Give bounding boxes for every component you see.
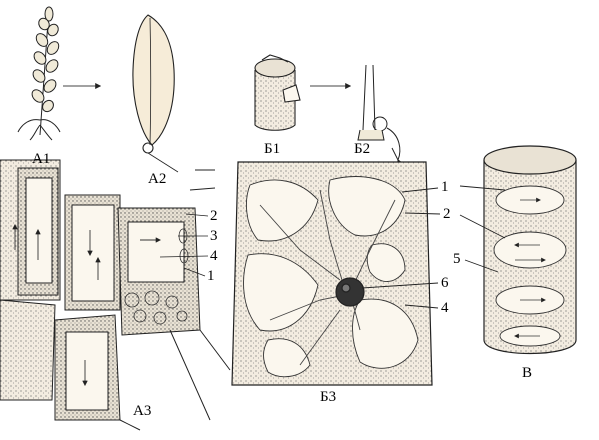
- panel-label-b2: Б2: [354, 141, 371, 157]
- panel-label-a2: А2: [148, 171, 167, 187]
- panel-label-v: В: [522, 365, 533, 381]
- b2-hair: [357, 64, 403, 166]
- a3-callout-1: 1: [207, 268, 215, 284]
- v-cylinder-cell: [459, 145, 577, 355]
- a3-callout-4: 4: [210, 248, 218, 264]
- panel-label-b3: Б3: [320, 389, 337, 405]
- a2-leaf: [132, 14, 179, 173]
- b1-stem-segment: [254, 54, 301, 131]
- v-callout-5: 5: [453, 251, 461, 267]
- panel-label-b1: Б1: [264, 141, 281, 157]
- b3-callout-6: 6: [441, 275, 449, 291]
- panel-label-a1: А1: [32, 151, 51, 167]
- a3-leaf-cells: [0, 159, 231, 431]
- b3-callout-4: 4: [441, 300, 449, 316]
- b3-callout-1: 1: [441, 179, 449, 195]
- a1-plant-sprig: [17, 6, 61, 141]
- a3-callout-3: 3: [210, 228, 218, 244]
- panel-label-a3: А3: [133, 403, 152, 419]
- b3-callout-2: 2: [443, 206, 451, 222]
- b3-cell: [231, 161, 441, 386]
- a3-callout-2: 2: [210, 208, 218, 224]
